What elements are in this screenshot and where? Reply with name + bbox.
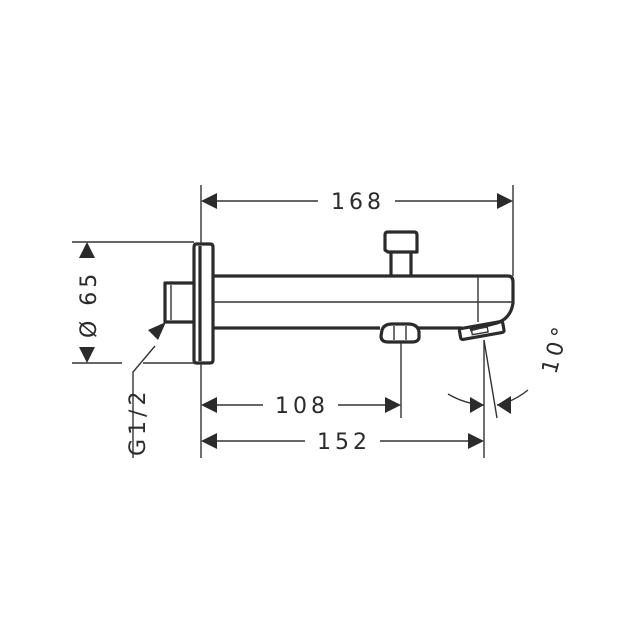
dimension-label-168: 168	[331, 190, 385, 215]
angle-label-10: 10°	[538, 321, 575, 377]
dimension-label-108: 108	[275, 394, 329, 419]
dimension-outlet-angle: 10°	[447, 321, 575, 414]
thread-callout: G1/2	[126, 322, 166, 458]
dimension-overall-length: 168	[201, 190, 513, 215]
dimension-label-diameter-65: Ø 65	[77, 270, 102, 338]
dimension-outlet-length: 152	[201, 430, 484, 455]
spout-body	[163, 230, 515, 365]
dimension-diverter-position: 108	[201, 394, 401, 419]
dimension-rosette-diameter: Ø 65	[77, 242, 102, 363]
extension-lines	[72, 185, 514, 458]
dimension-label-152: 152	[317, 430, 371, 455]
thread-label-g12: G1/2	[126, 388, 151, 456]
